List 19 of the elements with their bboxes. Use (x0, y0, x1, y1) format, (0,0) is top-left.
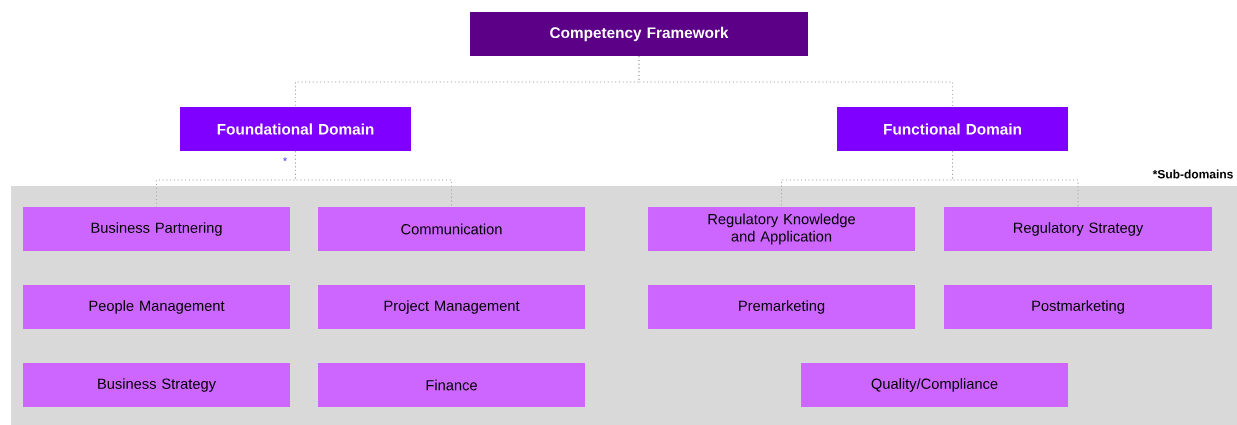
subdomain-box: Communication (318, 207, 585, 251)
subdomain-box: People Management (23, 285, 290, 329)
connector (951, 150, 1079, 208)
subdomain-box: Premarketing (648, 285, 915, 329)
subdomain-box: Business Partnering (23, 207, 290, 251)
subdomain-box: Quality/Compliance (801, 363, 1068, 407)
footnote-text: *Sub-domains (1152, 169, 1233, 179)
subdomain-box: Project Management (318, 285, 585, 329)
asterisk-mark: * (283, 157, 287, 162)
subdomain-box: Regulatory Strategy (944, 207, 1212, 251)
framework-box: Competency Framework (470, 12, 808, 56)
subdomain-box: Postmarketing (944, 285, 1212, 329)
subdomain-box: Business Strategy (23, 363, 290, 407)
connector (638, 55, 954, 108)
domain-box: Foundational Domain (180, 107, 411, 151)
subdomain-box: Finance (318, 363, 585, 407)
subdomain-box: Regulatory Knowledge and Application (648, 207, 915, 251)
connector (294, 150, 453, 208)
domain-box: Functional Domain (837, 107, 1068, 151)
